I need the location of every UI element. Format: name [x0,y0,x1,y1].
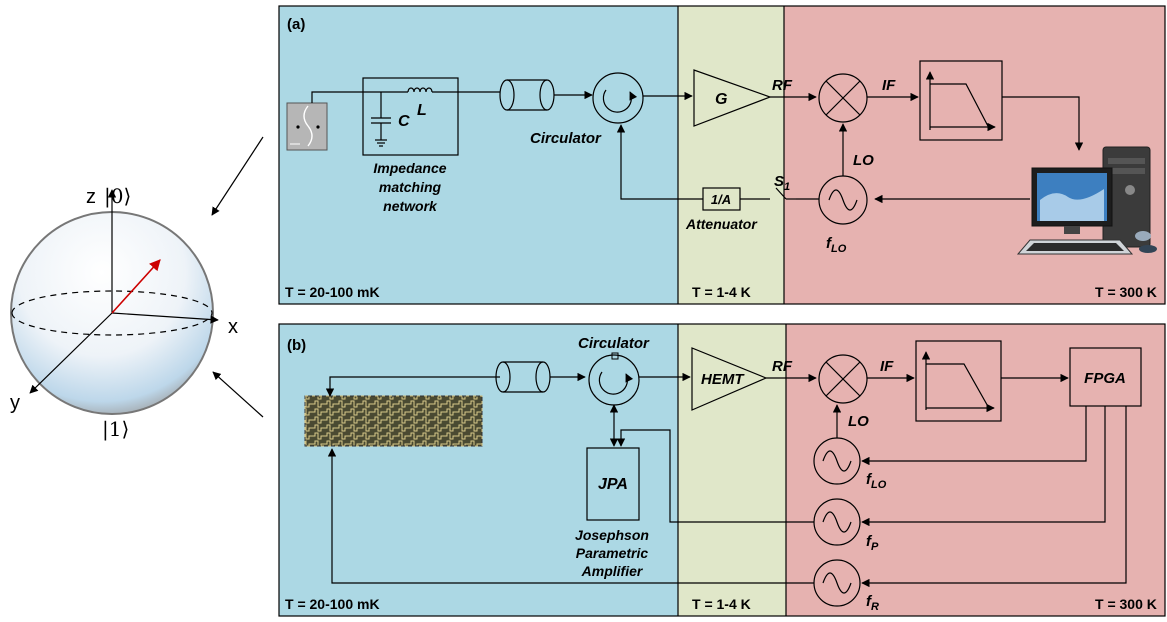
impedance-label-2: matching [379,179,442,195]
pointer-arrow-b [212,371,264,418]
panel-b-frame [278,323,1166,617]
amplifier-g [693,69,772,127]
panel-b-temp-mid: T = 1-4 K [692,596,751,612]
panel-b-tag: (b) [287,337,306,354]
circulator-a [592,72,644,124]
wire-b-fpga-lo [861,406,1087,466]
panel-b: (b) T = 20-100 mK T = 1-4 K T = 300 K Ci… [278,323,1166,617]
mixer-a [818,73,868,123]
capacitor-label: C [398,113,410,130]
jpa-desc-3: Amplifier [581,563,644,579]
x-axis-label: x [228,316,238,338]
amplifier-hemt [691,347,768,411]
jpa-box [586,447,640,521]
wire-a6 [1002,96,1084,151]
wire-b-fpga-r [861,406,1127,588]
computer-icon [1016,146,1157,255]
panel-b-temp-hot: T = 300 K [1095,596,1157,612]
wire-b-readout-chip [327,448,814,584]
attenuator-label: Attenuator [685,216,758,232]
f-lo-a-label: fLO [826,235,847,255]
wire-b-pump-jpa [616,429,814,523]
switch-s1 [775,187,796,200]
panel-b-temp-cold: T = 20-100 mK [285,596,380,612]
x-axis [111,312,219,324]
panel-a-cold-zone [279,6,678,304]
lowpass-filter-b [915,340,1002,422]
impedance-label-1: Impedance [373,160,446,176]
rf-a-label: RF [772,77,793,94]
lo-b-label: LO [848,413,869,430]
jpa-desc-2: Parametric [576,545,649,561]
z-axis-label: z [86,186,96,208]
panel-a-temp-cold: T = 20-100 mK [285,284,380,300]
y-axis [29,312,113,394]
equator-back [11,290,213,314]
panel-b-hot-zone [786,324,1165,616]
panel-a-temp-hot: T = 300 K [1095,284,1157,300]
if-b-label: IF [880,358,894,375]
f-p-label: fP [866,533,879,553]
impedance-box [362,77,459,156]
jpa-desc-1: Josephson [575,527,649,543]
if-a-label: IF [882,77,896,94]
panel-a-tag: (a) [287,16,305,33]
f-lo-b-label: fLO [866,471,887,491]
inductor-label: L [417,102,427,119]
lo-a-label: LO [853,152,874,169]
panel-b-cold-zone [279,324,678,616]
state-vector [111,259,161,314]
f-r-label: fR [866,593,879,613]
panel-a-temp-mid: T = 1-4 K [692,284,751,300]
panel-a-frame [278,5,1166,305]
bloch-sphere: z |0⟩ x y |1⟩ [10,184,238,442]
impedance-label-3: network [383,198,438,214]
rf-b-label: RF [772,358,793,375]
switch-s1-label: S1 [774,173,790,193]
circulator-b-label: Circulator [578,335,650,352]
pointer-arrow-a [211,136,264,216]
qubit-chip [286,102,328,151]
amplifier-g-label: G [715,91,727,108]
mixer-b [818,354,868,404]
chip-b-wire [325,376,500,397]
jpa-label: JPA [598,476,628,493]
attenuator-box-label: 1/A [711,192,731,207]
impedance-circuit [363,87,458,147]
panel-b-mid-zone [678,324,786,616]
equator-front [11,312,213,336]
y-axis-label: y [10,392,20,414]
amplifier-hemt-label: HEMT [701,371,745,388]
chip-wire [311,91,363,103]
circulator-a-label: Circulator [530,130,602,147]
panel-a-mid-zone [678,6,784,304]
wire-b-fpga-p [861,406,1106,527]
fpga-label: FPGA [1084,370,1126,387]
panel-a: (a) T = 20-100 mK T = 1-4 K T = 300 K [278,5,1166,305]
ket1-label: |1⟩ [102,417,129,442]
multiplexed-chip [304,395,483,447]
lowpass-filter-a [919,60,1003,141]
wire-a10 [616,124,703,200]
ket0-label: |0⟩ [104,184,131,209]
